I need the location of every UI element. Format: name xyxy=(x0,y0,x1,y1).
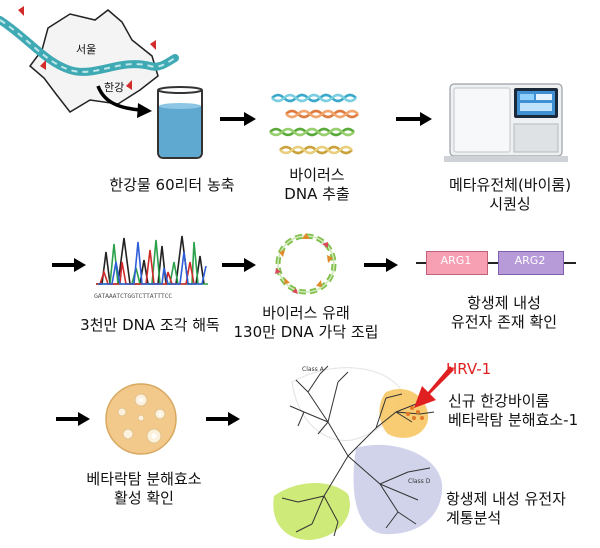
step-resistance-label: 항생제 내성 유전자 존재 확인 xyxy=(450,294,558,331)
tree-class-a-label: Class A xyxy=(302,366,324,373)
arg1-gene-label: ARG1 xyxy=(440,254,472,267)
han-river-highlight xyxy=(0,19,176,73)
sample-site-marker xyxy=(18,6,24,16)
hrv1-description: 신규 한강바이롬 베타락탐 분해효소-1 xyxy=(448,392,579,429)
red-arrow-icon xyxy=(414,366,454,408)
arrow-right-icon xyxy=(222,258,256,272)
step-decode-label: 3천만 DNA 조각 해독 xyxy=(80,316,220,334)
arrow-right-icon xyxy=(396,112,432,126)
arrow-right-icon xyxy=(364,258,398,272)
water-beaker xyxy=(157,86,203,159)
clade-d-region xyxy=(353,444,443,535)
arrow-right-icon xyxy=(56,412,90,426)
arg2-gene-box xyxy=(498,251,564,275)
chromatogram-icon xyxy=(96,235,208,285)
arrow-right-icon xyxy=(206,412,240,426)
arg2-gene-label: ARG2 xyxy=(514,254,546,267)
seoul-map xyxy=(0,6,179,118)
arrow-right-icon xyxy=(52,258,86,272)
sample-site-marker xyxy=(40,60,46,70)
highlight-leaf-points xyxy=(406,406,424,420)
circular-dna-icon xyxy=(275,233,337,295)
sample-site-marker xyxy=(150,40,156,50)
petri-dish-icon xyxy=(105,383,177,455)
sequencer-machine-icon xyxy=(444,83,568,162)
clade-highlight-region xyxy=(379,388,429,438)
step-activity-label: 베타락탐 분해효소 활성 확인 xyxy=(86,470,202,507)
clade-green-region xyxy=(273,482,350,540)
map-river-label: 한강 xyxy=(104,81,125,94)
step-phylogeny-label: 항생제 내성 유전자 계통분석 xyxy=(446,490,566,527)
step-assemble-label: 바이러스 유래 130만 DNA 가닥 조립 xyxy=(233,304,379,341)
arg1-gene-box xyxy=(426,251,488,275)
dna-strands-icon xyxy=(269,93,359,155)
phylogenetic-tree xyxy=(273,365,443,540)
tree-branches xyxy=(281,365,435,537)
step-concentrate-label: 한강물 60리터 농축 xyxy=(109,176,235,194)
step-extract-label: 바이러스 DNA 추출 xyxy=(284,166,350,203)
curved-arrow-head xyxy=(137,103,152,118)
tree-class-d-label: Class D xyxy=(408,478,431,485)
chromatogram-sequence: GATAAATCTGGTCTTATTTCC xyxy=(94,292,172,300)
hrv1-label: HRV-1 xyxy=(446,360,492,378)
map-city-label: 서울 xyxy=(76,43,97,56)
arrow-right-icon xyxy=(220,112,256,126)
step-sequencing-label: 메타유전체(바이롬) 시퀀싱 xyxy=(448,176,572,213)
gene-backbone-line xyxy=(416,262,576,264)
seoul-outline xyxy=(28,9,159,113)
sample-site-marker xyxy=(126,80,132,90)
curved-arrow xyxy=(96,85,141,112)
